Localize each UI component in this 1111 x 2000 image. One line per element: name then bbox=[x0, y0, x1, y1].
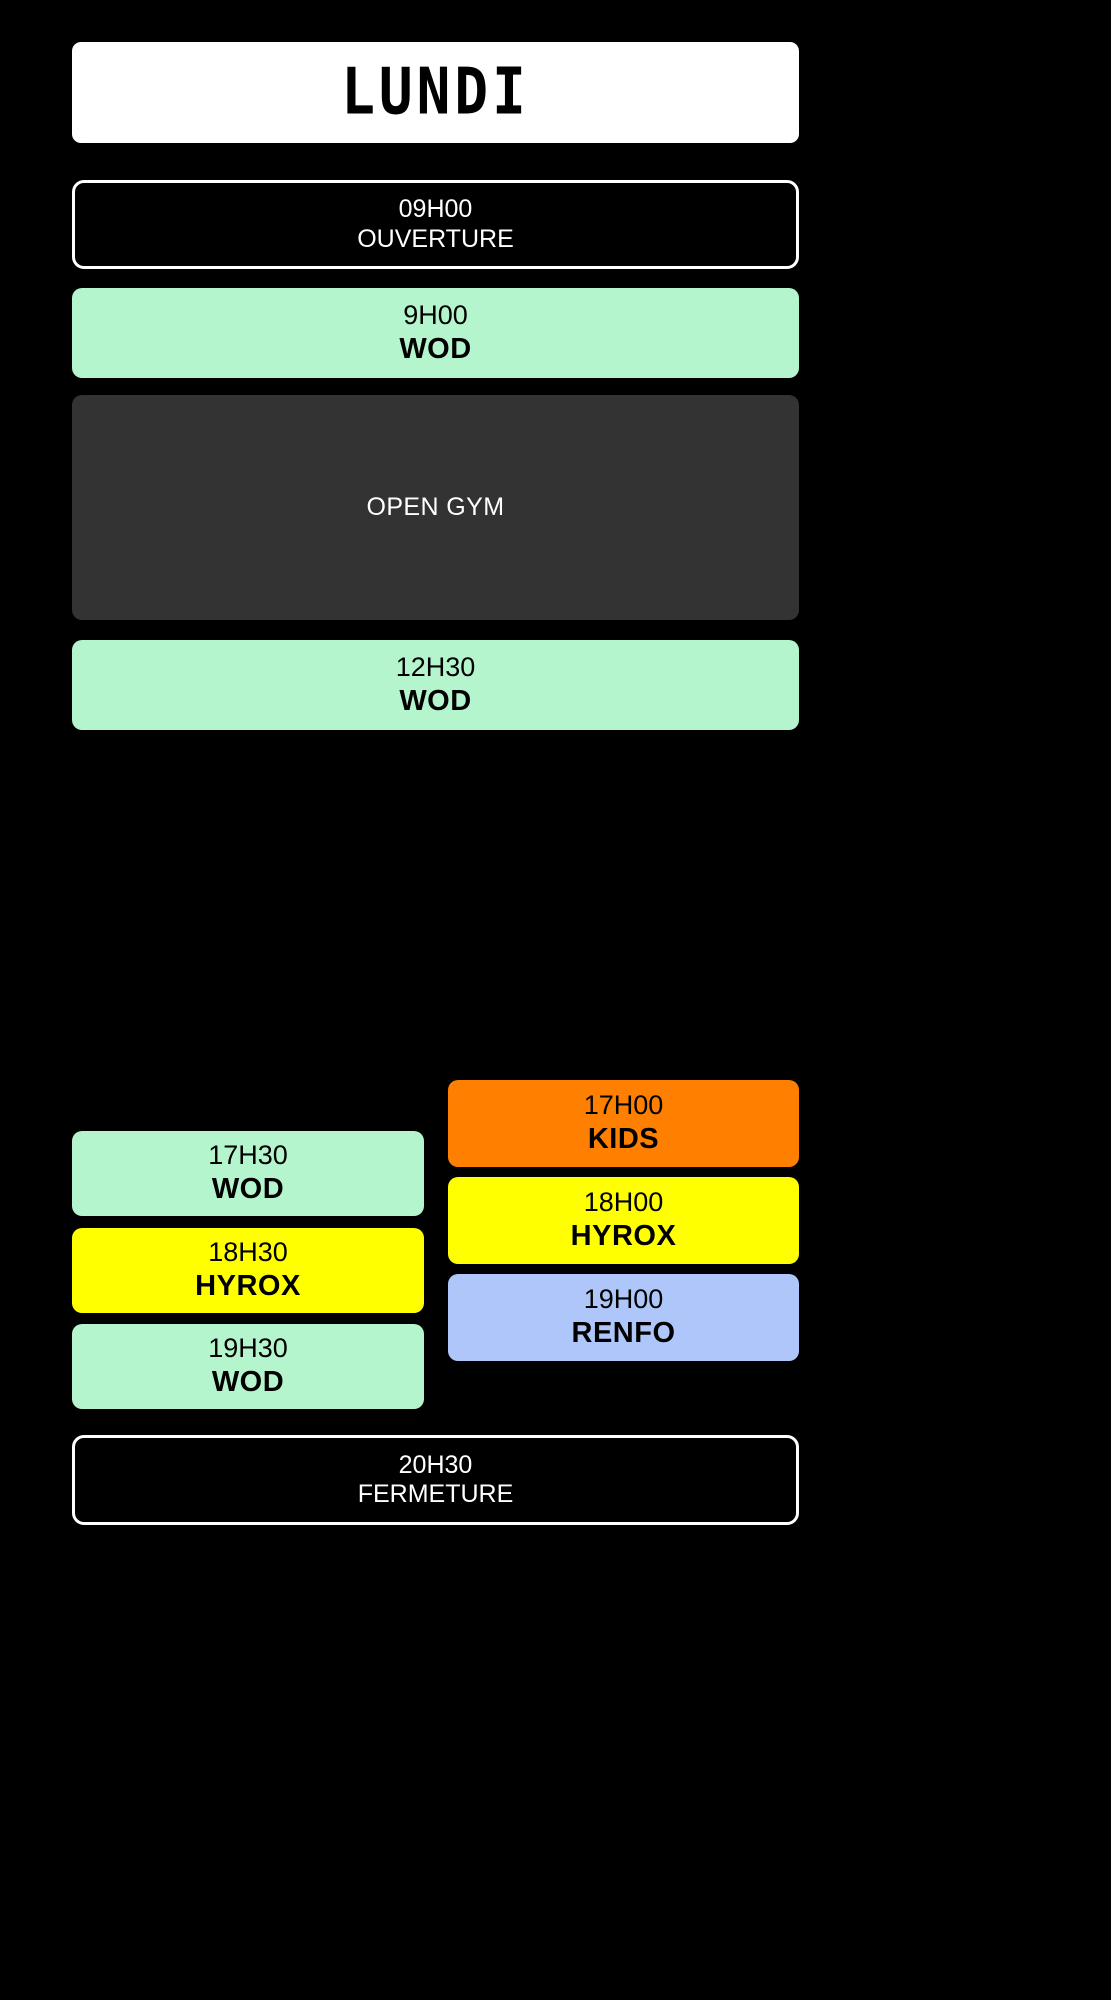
block-time: 19H00 bbox=[583, 1284, 664, 1315]
block-time: 12H30 bbox=[395, 651, 476, 682]
block-time: 9H00 bbox=[403, 299, 468, 330]
block-label: OUVERTURE bbox=[357, 224, 514, 253]
block-label: HYROX bbox=[195, 1270, 301, 1303]
block-time: 18H00 bbox=[583, 1187, 664, 1218]
block-time: 20H30 bbox=[398, 1450, 473, 1479]
block-time: 17H30 bbox=[208, 1140, 288, 1171]
block-label: WOD bbox=[399, 332, 472, 365]
day-title-card: LUNDI bbox=[72, 42, 799, 143]
block-time: 18H30 bbox=[208, 1237, 288, 1268]
block-label: WOD bbox=[211, 1366, 285, 1399]
block-label: HYROX bbox=[570, 1220, 677, 1253]
block-time: 19H30 bbox=[208, 1333, 288, 1364]
schedule-block-open-gym[interactable]: OPEN GYM bbox=[72, 395, 799, 620]
block-label: FERMETURE bbox=[357, 1480, 514, 1508]
block-label: RENFO bbox=[571, 1317, 676, 1350]
block-label: WOD bbox=[211, 1173, 285, 1206]
block-label: KIDS bbox=[587, 1123, 660, 1156]
page-title: LUNDI bbox=[341, 54, 530, 130]
block-time: 09H00 bbox=[398, 195, 473, 223]
block-time: 17H00 bbox=[583, 1090, 664, 1121]
block-label: OPEN GYM bbox=[366, 492, 505, 521]
block-label: WOD bbox=[399, 684, 472, 717]
